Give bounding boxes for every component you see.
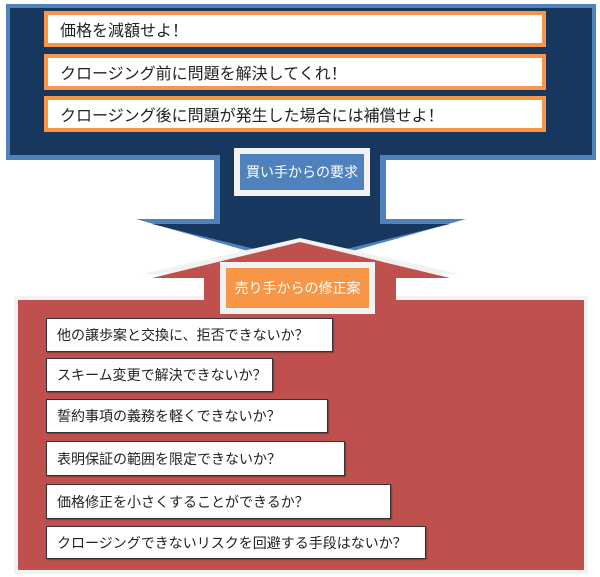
proposal-item: 表明保証の範囲を限定できないか？ xyxy=(46,441,345,476)
proposal-item: クロージングできないリスクを回避する手段はないか？ xyxy=(46,526,426,559)
proposal-item: スキーム変更で解決できないか？ xyxy=(46,358,273,392)
demand-item: クロージング後に問題が発生した場合には補償せよ！ xyxy=(44,96,546,132)
proposal-item: 価格修正を小さくすることができるか？ xyxy=(46,484,391,519)
demand-item: 価格を減額せよ！ xyxy=(44,11,546,47)
proposal-item: 誓約事項の義務を軽くできないか？ xyxy=(46,399,328,433)
seller-proposal-label: 売り手からの修正案 xyxy=(220,262,375,314)
buyer-demand-label: 買い手からの要求 xyxy=(234,148,370,196)
demand-item: クロージング前に問題を解決してくれ！ xyxy=(44,54,546,90)
proposal-item: 他の譲歩案と交換に、拒否できないか？ xyxy=(46,318,333,352)
